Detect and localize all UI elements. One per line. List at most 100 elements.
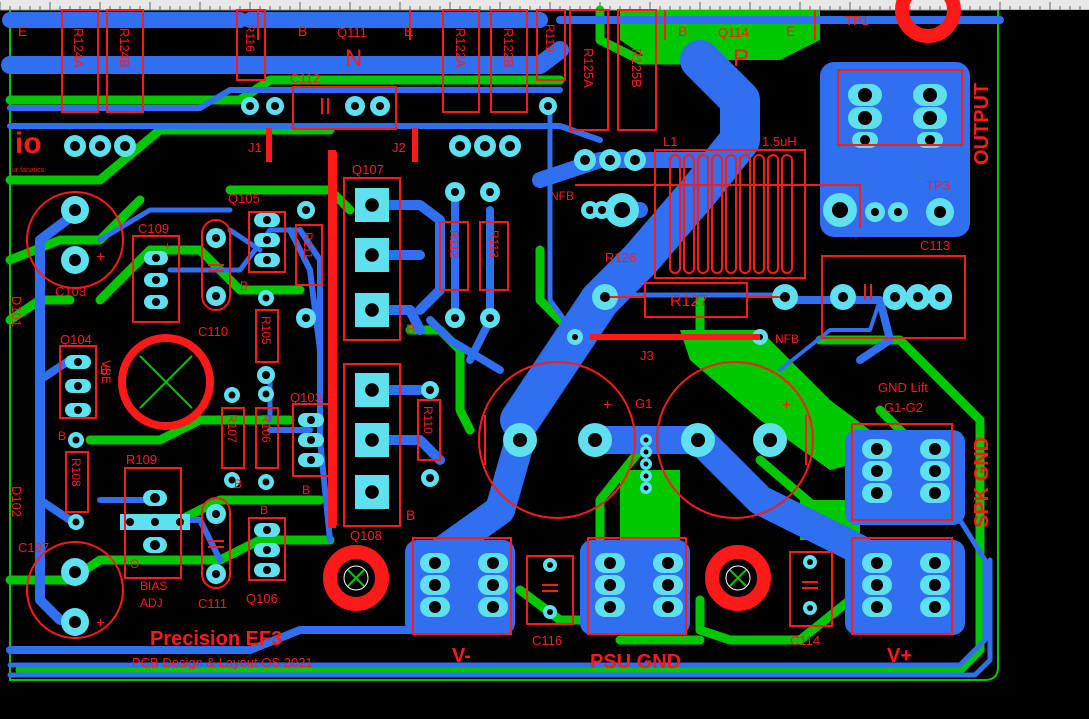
pad	[653, 597, 683, 617]
refdes-r107: R107	[225, 414, 239, 443]
refdes-r112: R112	[447, 230, 461, 258]
refdes-r122a: R122A	[453, 28, 468, 68]
refdes-r125a: R125A	[581, 48, 596, 88]
pad	[355, 373, 389, 407]
pad	[772, 284, 798, 310]
refdes-c107: C107	[18, 540, 49, 555]
pad	[224, 387, 240, 403]
coil-turn	[753, 154, 765, 274]
pad	[478, 597, 508, 617]
pad	[928, 284, 952, 310]
pad	[355, 423, 389, 457]
pad	[543, 605, 557, 619]
pad	[624, 149, 646, 171]
pad	[862, 575, 892, 595]
refdes-r105: R105	[259, 316, 273, 345]
pad	[599, 149, 621, 171]
pad	[206, 564, 226, 584]
refdes-r122b: R122B	[501, 28, 516, 68]
off-board-area	[1000, 10, 1089, 719]
pad	[653, 575, 683, 595]
refdes-c111: C111	[198, 596, 227, 611]
pad	[920, 461, 950, 481]
board-outline	[9, 10, 999, 681]
pad	[445, 308, 465, 328]
pad	[920, 597, 950, 617]
refdes-q104: Q104	[60, 332, 92, 347]
pad	[114, 135, 136, 157]
pad	[68, 514, 84, 530]
pad	[296, 308, 316, 328]
logo-text: io	[15, 127, 42, 160]
pad	[298, 453, 324, 467]
refdes-r125b: R125B	[629, 48, 644, 88]
refdes-q108: Q108	[350, 528, 382, 543]
refdes-d101: D101	[9, 296, 24, 327]
pad	[61, 608, 89, 636]
pad	[926, 198, 954, 226]
bias-label: BIAS	[140, 579, 167, 593]
heatsink-bar	[328, 150, 336, 528]
refdes-d102: D102	[9, 486, 24, 517]
pad	[65, 379, 91, 393]
pad	[258, 474, 274, 490]
pad	[258, 290, 274, 306]
capacitor-symbol	[864, 284, 872, 300]
pad	[370, 96, 390, 116]
mounting-holes	[130, 346, 751, 591]
pad	[862, 439, 892, 459]
pad	[144, 251, 168, 265]
refdes-r116: R116	[243, 24, 257, 52]
pad	[848, 107, 882, 129]
pad	[593, 201, 611, 219]
refdes-q105: Q105	[228, 191, 260, 206]
polarity-plus-2: +	[96, 615, 105, 632]
refdes-c114: C114	[790, 633, 820, 648]
pad	[605, 193, 639, 227]
pad	[578, 423, 612, 457]
pin-e-3: E	[786, 23, 795, 39]
pad	[803, 555, 817, 569]
pad	[913, 84, 947, 106]
refdes-j1: J1	[248, 140, 262, 155]
pad	[862, 597, 892, 617]
pad	[862, 461, 892, 481]
pad	[61, 196, 89, 224]
capacitor-symbol	[321, 98, 329, 114]
pad	[420, 575, 450, 595]
pad	[61, 558, 89, 586]
pad	[478, 553, 508, 573]
pad	[830, 284, 856, 310]
pad	[420, 597, 450, 617]
pad	[595, 597, 625, 617]
logo-subtext: ur fanatics	[12, 167, 45, 174]
vbe-label: VBE	[99, 360, 113, 384]
pad	[254, 253, 280, 267]
pin-b-4: B	[406, 321, 415, 337]
pad	[254, 233, 280, 247]
polarity-plus-5: +	[164, 239, 171, 253]
pin-b-10: B	[234, 477, 242, 491]
pad	[420, 553, 450, 573]
pin-b-8: B	[260, 503, 268, 517]
refdes-c112: C112	[290, 71, 320, 86]
nfb-label-1: NFB	[550, 189, 574, 203]
spk-gnd-label: SPK GND	[971, 437, 993, 528]
refdes-c109: C109	[138, 221, 169, 236]
pad	[592, 284, 618, 310]
coil-turn	[739, 154, 751, 274]
pad	[574, 149, 596, 171]
refdes-r113: R113	[487, 230, 501, 258]
pads-layer	[61, 84, 954, 636]
polarity-plus-1: +	[96, 249, 105, 266]
coil-turn	[725, 154, 737, 274]
pad	[65, 403, 91, 417]
pad	[480, 182, 500, 202]
pad	[144, 273, 168, 287]
capacitor-symbol	[542, 584, 558, 592]
pad	[920, 575, 950, 595]
pin-b-1: B	[298, 23, 307, 39]
pad	[449, 135, 471, 157]
refdes-r126: R126	[605, 250, 636, 265]
pad	[254, 543, 280, 557]
